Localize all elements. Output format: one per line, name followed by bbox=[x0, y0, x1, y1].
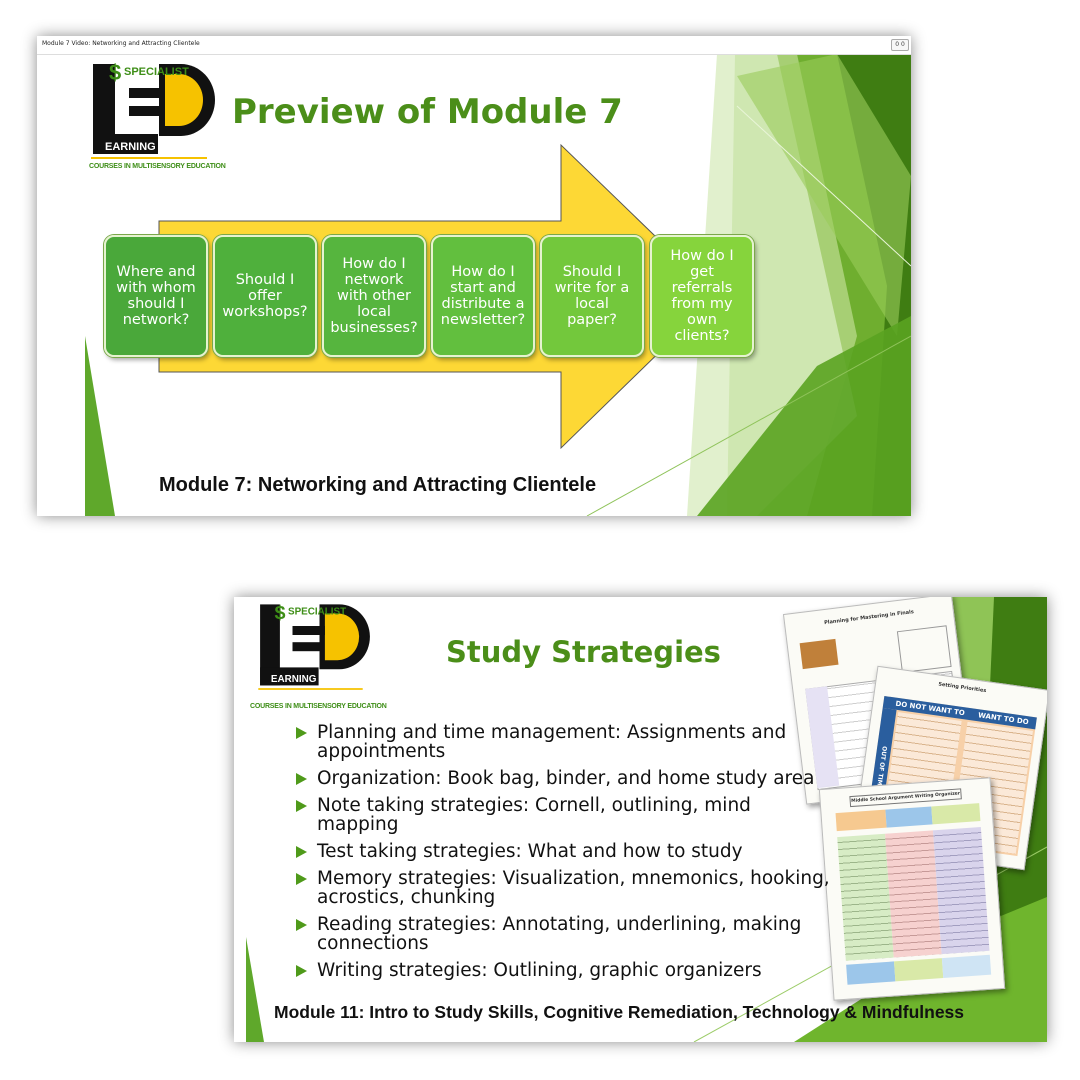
video-title: Module 7 Video: Networking and Attractin… bbox=[42, 40, 200, 47]
strategy-bullet-text: Organization: Book bag, binder, and home… bbox=[317, 768, 815, 789]
specialist-learning-logo: $ SPECIALIST EARNING COURSES IN MULTISEN… bbox=[89, 58, 226, 178]
bullet-arrow-icon bbox=[296, 965, 307, 977]
strategy-bullet-text: Note taking strategies: Cornell, outlini… bbox=[317, 795, 751, 835]
strategy-bullet: Memory strategies: Visualization, mnemon… bbox=[296, 869, 836, 907]
video-caption-button[interactable]: 0 0 bbox=[891, 39, 909, 51]
bullet-arrow-icon bbox=[296, 919, 307, 931]
logo-bottom-text: EARNING bbox=[105, 141, 156, 153]
led-logo-icon: $ SPECIALIST EARNING bbox=[258, 602, 370, 690]
logo-tagline: COURSES IN MULTISENSORY EDUCATION bbox=[89, 163, 226, 170]
slide-background-decoration bbox=[85, 54, 911, 516]
module-footer: Module 11: Intro to Study Skills, Cognit… bbox=[274, 1002, 965, 1022]
strategy-bullet-text: Planning and time management: Assignment… bbox=[317, 722, 787, 762]
slide-title: Study Strategies bbox=[446, 635, 721, 669]
bullet-arrow-icon bbox=[296, 846, 307, 858]
step-box-6: How do I get referrals from my own clien… bbox=[650, 235, 754, 357]
strategy-bullet-text: Reading strategies: Annotating, underlin… bbox=[317, 914, 802, 954]
svg-text:$: $ bbox=[109, 60, 121, 85]
step-box-1: Where and with whom should I network? bbox=[104, 235, 208, 357]
bullet-arrow-icon bbox=[296, 727, 307, 739]
strategy-bullet-text: Writing strategies: Outlining, graphic o… bbox=[317, 960, 762, 981]
strategy-bullet: Writing strategies: Outlining, graphic o… bbox=[296, 961, 836, 980]
strategy-bullet: Planning and time management: Assignment… bbox=[296, 723, 836, 761]
organizer-title: Middle School Argument Writing Organizer bbox=[849, 788, 962, 808]
strategy-bullet-text: Memory strategies: Visualization, mnemon… bbox=[317, 868, 830, 908]
led-logo-icon: $ SPECIALIST EARNING bbox=[91, 60, 215, 159]
module-footer: Module 7: Networking and Attracting Clie… bbox=[159, 474, 597, 496]
logo-top-text: SPECIALIST bbox=[288, 606, 346, 617]
strategy-bullet-list: Planning and time management: Assignment… bbox=[296, 723, 836, 988]
strategy-bullet: Organization: Book bag, binder, and home… bbox=[296, 769, 836, 788]
step-box-2: Should I offer workshops? bbox=[213, 235, 317, 357]
strategy-bullet: Test taking strategies: What and how to … bbox=[296, 842, 836, 861]
slide-title: Preview of Module 7 bbox=[232, 92, 623, 132]
step-box-5: Should I write for a local paper? bbox=[540, 235, 644, 357]
svg-text:$: $ bbox=[275, 602, 286, 624]
step-box-3: How do I network with other local busine… bbox=[322, 235, 426, 357]
bullet-arrow-icon bbox=[296, 773, 307, 785]
logo-tagline: COURSES IN MULTISENSORY EDUCATION bbox=[250, 703, 387, 710]
bullet-arrow-icon bbox=[296, 800, 307, 812]
logo-bottom-text: EARNING bbox=[271, 674, 317, 685]
strategy-bullet: Note taking strategies: Cornell, outlini… bbox=[296, 796, 836, 834]
video-title-bar: Module 7 Video: Networking and Attractin… bbox=[37, 36, 911, 55]
strategy-bullet-text: Test taking strategies: What and how to … bbox=[317, 841, 743, 862]
argument-organizer-image: Middle School Argument Writing Organizer bbox=[818, 777, 1006, 1001]
logo-top-text: SPECIALIST bbox=[124, 66, 189, 78]
module-11-slide: $ SPECIALIST EARNING COURSES IN MULTISEN… bbox=[234, 597, 1047, 1042]
specialist-learning-logo: $ SPECIALIST EARNING COURSES IN MULTISEN… bbox=[250, 599, 387, 710]
strategy-bullet: Reading strategies: Annotating, underlin… bbox=[296, 915, 836, 953]
step-box-4: How do I start and distribute a newslett… bbox=[431, 235, 535, 357]
module-7-video-slide[interactable]: Module 7 Video: Networking and Attractin… bbox=[37, 36, 911, 516]
bullet-arrow-icon bbox=[296, 873, 307, 885]
